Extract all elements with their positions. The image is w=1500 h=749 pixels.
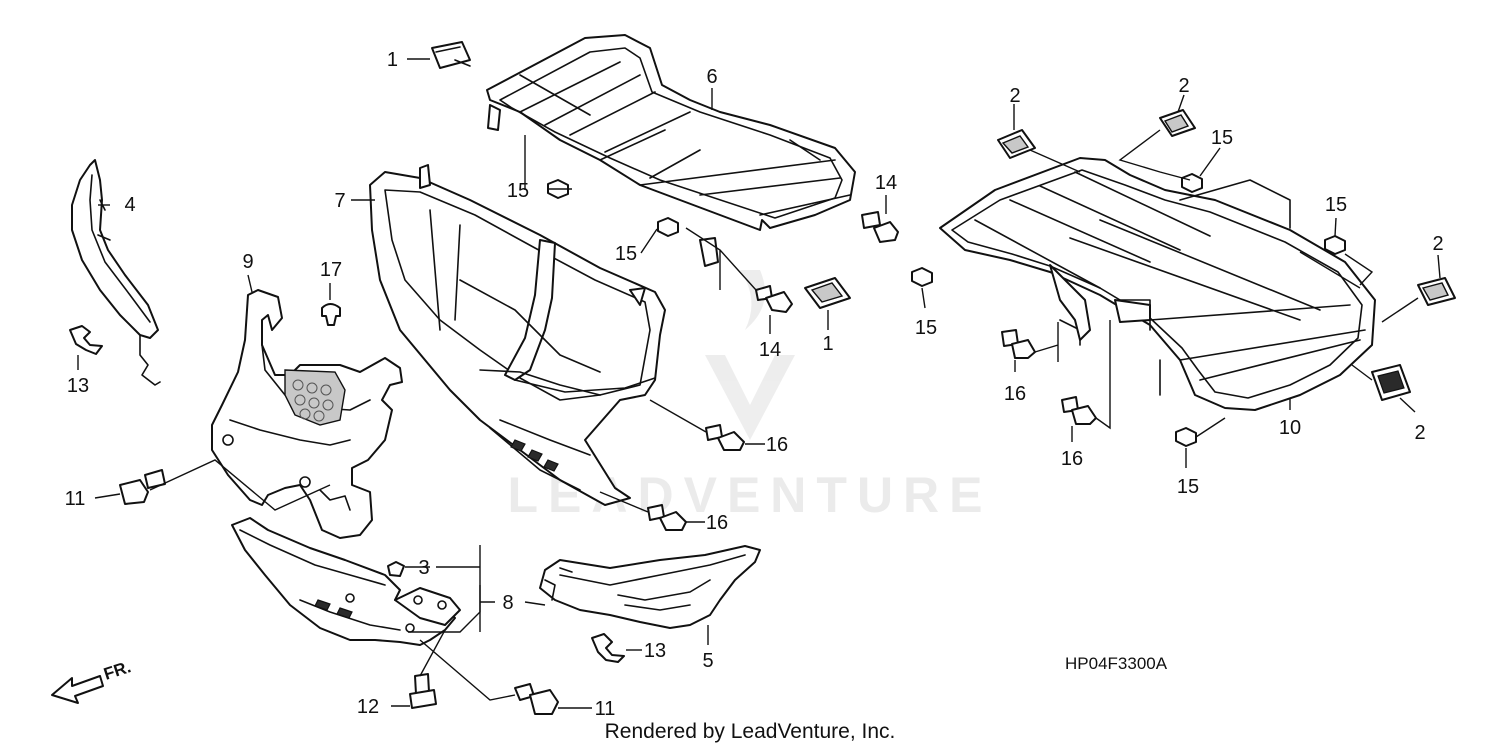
part-6-front-carrier — [486, 34, 856, 267]
callout-13-a: 13 — [67, 375, 89, 397]
callouts: 1 6 15 14 7 15 14 1 4 9 17 13 11 16 16 3… — [65, 49, 1444, 720]
part-3-bracket — [387, 561, 461, 626]
callout-15-c: 15 — [1211, 127, 1233, 149]
callout-14-a: 14 — [875, 172, 897, 194]
nut-15c — [1181, 173, 1203, 193]
callout-2-d: 2 — [1414, 422, 1425, 444]
grommet-2c — [1417, 277, 1456, 306]
part-4-left-side-cover — [71, 159, 161, 386]
part-10-rear-carrier — [939, 157, 1376, 411]
figure-code: HP04F3300A — [1065, 654, 1168, 673]
callout-16-c: 16 — [1004, 383, 1026, 405]
bolt-14a — [861, 211, 899, 243]
bolt-16a — [705, 424, 745, 451]
callout-3: 3 — [418, 557, 429, 579]
callout-11-a: 11 — [65, 488, 86, 510]
front-direction-indicator: FR. — [51, 657, 133, 704]
callout-1-top: 1 — [387, 49, 398, 71]
callout-4: 4 — [124, 194, 135, 216]
grommet-2a — [997, 129, 1036, 159]
part-skid-plate — [231, 517, 456, 646]
callout-15-d: 15 — [1325, 194, 1347, 216]
bolt-11a — [119, 469, 166, 505]
footer-credit: Rendered by LeadVenture, Inc. — [605, 720, 896, 743]
callout-16-b: 16 — [706, 512, 728, 534]
front-direction-label: FR. — [101, 657, 133, 684]
bolt-12 — [409, 673, 437, 709]
callout-6: 6 — [706, 66, 717, 88]
nut-15f — [1175, 427, 1197, 447]
callout-11-b: 11 — [595, 698, 616, 720]
callout-2-a: 2 — [1009, 85, 1020, 107]
callout-15-b: 15 — [615, 243, 637, 265]
bolt-16d — [1061, 396, 1097, 425]
bolt-14b — [755, 285, 793, 313]
callout-10: 10 — [1279, 417, 1301, 439]
callout-15-e: 15 — [915, 317, 937, 339]
nut-15d — [1324, 235, 1346, 255]
grommet-2b — [1159, 109, 1196, 137]
part-9-front-lower-cover — [211, 289, 403, 539]
watermark-logo-icon — [705, 270, 795, 440]
clip-13a — [69, 325, 103, 355]
hardware-group — [69, 41, 1456, 715]
leader-lines — [77, 58, 1441, 709]
callout-2-b: 2 — [1178, 75, 1189, 97]
part-7-front-guard — [369, 164, 666, 506]
callout-15-f: 15 — [1177, 476, 1199, 498]
bolt-11b — [514, 683, 559, 715]
grommet-1a — [431, 41, 471, 69]
nut-15e — [911, 267, 933, 287]
callout-2-c: 2 — [1432, 233, 1443, 255]
callout-17: 17 — [320, 259, 342, 281]
callout-1-bottom: 1 — [822, 333, 833, 355]
callout-12: 12 — [357, 696, 379, 718]
callout-16-d: 16 — [1061, 448, 1083, 470]
callout-5: 5 — [702, 650, 713, 672]
callout-7: 7 — [334, 190, 345, 212]
front-arrow-icon — [51, 675, 104, 704]
bolt-16c — [1001, 329, 1036, 359]
callout-16-a: 16 — [766, 434, 788, 456]
part-5-right-side-cover — [539, 545, 761, 629]
callout-8: 8 — [502, 592, 513, 614]
callout-15-a: 15 — [507, 180, 529, 202]
grommet-1b — [804, 277, 851, 309]
clip-13b — [591, 633, 625, 663]
callout-9: 9 — [242, 251, 253, 273]
grommet-2d — [1371, 364, 1411, 401]
nut-15b — [657, 217, 679, 237]
callout-13-b: 13 — [644, 640, 666, 662]
bolt-16b — [647, 504, 687, 531]
part-17-clip — [321, 303, 341, 326]
callout-14-b: 14 — [759, 339, 781, 361]
